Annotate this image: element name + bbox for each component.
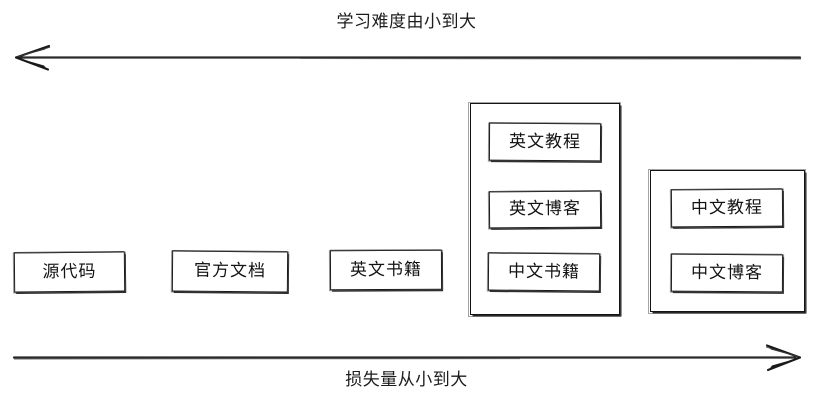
node-label: 英文教程 — [508, 131, 582, 152]
group-container-2: 中文教程 中文博客 — [648, 169, 806, 314]
node-label: 英文书籍 — [349, 259, 423, 280]
node-source-code[interactable]: 源代码 — [13, 251, 126, 293]
node-chinese-books[interactable]: 中文书籍 — [487, 252, 601, 292]
node-label: 中文博客 — [690, 262, 764, 283]
node-label: 官方文档 — [193, 260, 267, 282]
node-chinese-tutorial[interactable]: 中文教程 — [670, 188, 784, 228]
arrow-left-icon — [14, 44, 802, 71]
bottom-axis-label: 损失量从小到大 — [345, 370, 468, 390]
node-english-blog[interactable]: 英文博客 — [488, 190, 602, 229]
node-english-tutorial[interactable]: 英文教程 — [488, 122, 602, 162]
node-label: 英文博客 — [508, 198, 582, 220]
group-container-1: 英文教程 英文博客 中文书籍 — [468, 102, 621, 317]
node-label: 中文教程 — [690, 197, 764, 218]
node-label: 源代码 — [42, 261, 97, 282]
node-label: 中文书籍 — [507, 261, 581, 282]
arrow-right-icon — [12, 344, 802, 372]
node-official-docs[interactable]: 官方文档 — [171, 250, 289, 293]
node-english-books[interactable]: 英文书籍 — [329, 249, 443, 291]
node-chinese-blog[interactable]: 中文博客 — [670, 253, 784, 293]
top-axis-label: 学习难度由小到大 — [336, 12, 477, 32]
